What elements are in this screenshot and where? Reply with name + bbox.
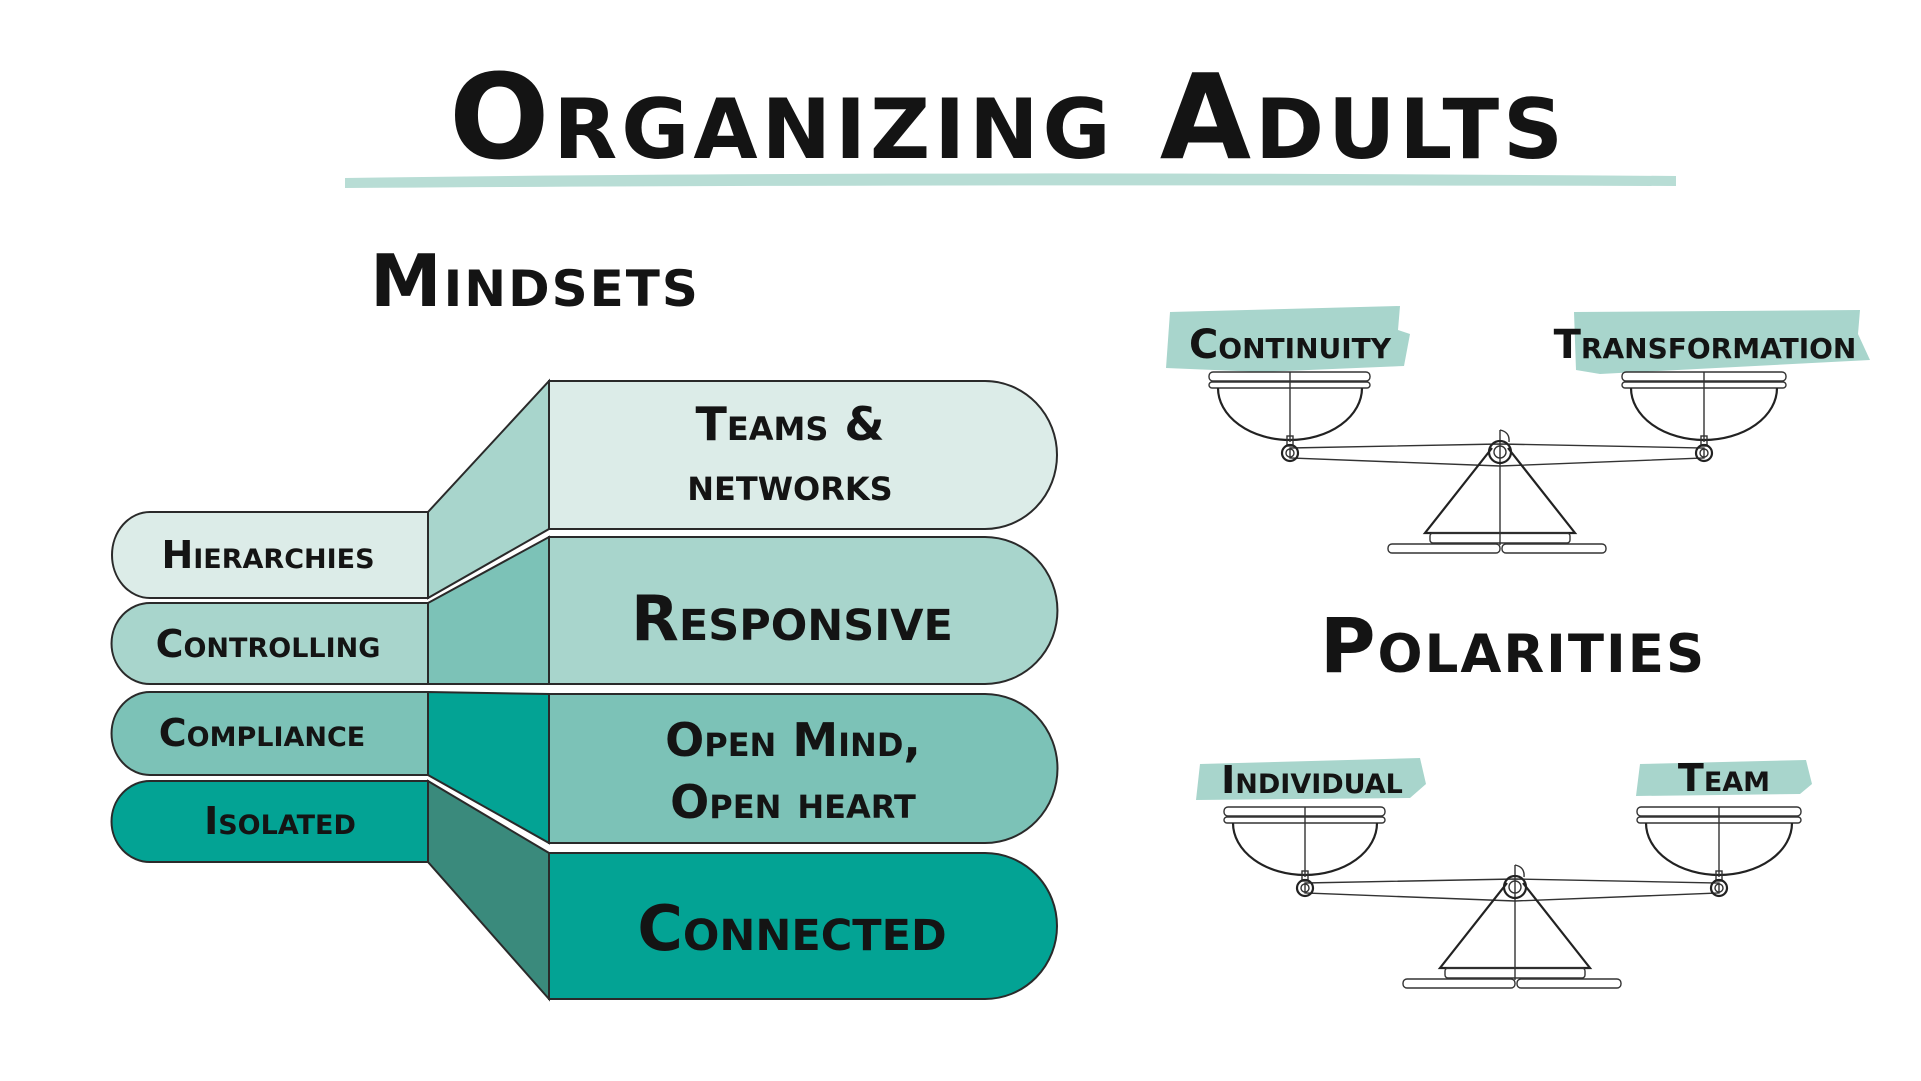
mindsets-section: Mindsets Hierarchies Controlling Complia… [110,239,1059,1002]
polarities-section: Continuity Transformation Polarities Ind… [1166,306,1870,990]
to-mindset-teams-networks: Teams &networks [548,380,1058,530]
svg-text:Open Mind,Open heart: Open Mind,Open heart [665,713,921,829]
from-mindset-isolated: Isolated [110,780,429,863]
polarity-right-label: Transformation [1554,322,1857,368]
highlight-transformation [1574,310,1870,374]
to-mindset-responsive: Responsive [548,536,1059,685]
from-mindset-compliance: Compliance [110,691,429,776]
to-mindset-open-mind-heart: Open Mind,Open heart [548,693,1059,844]
title-block: Organizing Adults [345,48,1676,188]
svg-text:Isolated: Isolated [204,799,356,843]
svg-text:Controlling: Controlling [156,622,381,666]
polarity-right-label: Team [1678,756,1770,800]
to-mindset-connected: Connected [548,852,1058,1000]
svg-text:Responsive: Responsive [631,582,953,655]
from-mindset-controlling: Controlling [110,602,429,685]
svg-text:Hierarchies: Hierarchies [161,533,374,577]
polarity-scale-continuity-transformation: Continuity Transformation [1166,306,1870,555]
page-title: Organizing Adults [449,48,1567,186]
svg-text:Compliance: Compliance [159,711,366,755]
polarity-left-label: Continuity [1189,322,1392,368]
mindsets-heading: Mindsets [370,239,700,323]
from-mindset-hierarchies: Hierarchies [111,511,429,599]
svg-text:Teams &networks: Teams &networks [687,397,892,511]
highlight-continuity [1166,306,1410,372]
polarity-left-label: Individual [1221,758,1403,802]
highlight-team [1636,760,1812,796]
title-underline [345,173,1676,188]
highlight-individual [1196,758,1426,800]
polarities-heading: Polarities [1320,601,1706,690]
polarity-scale-individual-team: Individual Team [1196,756,1812,990]
svg-text:Connected: Connected [637,892,946,965]
